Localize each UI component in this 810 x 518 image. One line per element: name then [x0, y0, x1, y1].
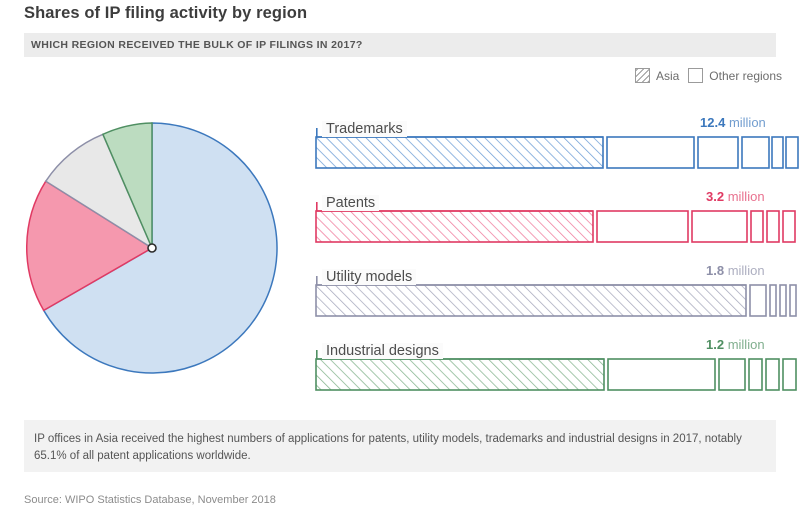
subtitle-band — [24, 33, 776, 57]
pie-chart — [20, 112, 290, 387]
footnote-text: IP offices in Asia received the highest … — [34, 433, 742, 462]
bar-segment-other-patents-2 — [691, 210, 748, 243]
source-text: Source: WIPO Statistics Database, Novemb… — [24, 494, 276, 506]
bar-segment-other-utility-models-4 — [789, 284, 797, 317]
page-title: Shares of IP filing activity by region — [24, 4, 308, 22]
bar-label-trademarks: Trademarks — [322, 121, 407, 137]
bar-label-industrial-designs: Industrial designs — [322, 343, 443, 359]
legend-item-asia: Asia — [634, 68, 680, 83]
pie-slice-industrial-designs — [101, 122, 153, 249]
bar-segment-other-trademarks-2 — [697, 136, 739, 169]
hatched-square-icon — [634, 68, 650, 83]
bar-value-number-patents: 3.2 — [706, 189, 725, 204]
bar-value-unit-patents: million — [727, 189, 765, 204]
bar-segment-other-industrial-designs-4 — [765, 358, 780, 391]
bar-segment-other-patents-4 — [766, 210, 780, 243]
bar-segment-other-utility-models-1 — [749, 284, 767, 317]
bar-segment-other-trademarks-5 — [785, 136, 799, 169]
pie-center-dot — [147, 243, 157, 253]
bar-segment-asia-utility-models — [315, 284, 747, 317]
pie-slice-patents — [26, 180, 154, 312]
legend-item-other-regions: Other regions — [688, 68, 782, 83]
bar-segment-other-industrial-designs-5 — [782, 358, 797, 391]
empty-square-icon — [688, 68, 704, 83]
footnote-band — [24, 420, 776, 472]
bar-value-number-trademarks: 12.4 — [700, 115, 726, 130]
bar-value-unit-utility-models: million — [727, 263, 765, 278]
bar-value-patents: 3.2 million — [706, 190, 765, 204]
bar-segment-asia-trademarks — [315, 136, 604, 169]
bar-segment-asia-patents — [315, 210, 594, 243]
bar-segment-other-utility-models-2 — [769, 284, 777, 317]
bar-value-unit-trademarks: million — [728, 115, 766, 130]
bar-value-unit-industrial-designs: million — [727, 337, 765, 352]
pie-chart-svg — [26, 122, 278, 374]
bar-value-number-industrial-designs: 1.2 — [706, 337, 725, 352]
bar-segment-asia-industrial-designs — [315, 358, 605, 391]
legend-label-asia: Asia — [655, 68, 680, 83]
bar-segment-other-industrial-designs-2 — [718, 358, 746, 391]
bar-label-patents: Patents — [322, 195, 380, 211]
bar-segment-other-trademarks-1 — [606, 136, 695, 169]
bar-segment-other-trademarks-3 — [741, 136, 770, 169]
bar-label-utility-models: Utility models — [322, 269, 417, 285]
bar-segment-other-industrial-designs-1 — [607, 358, 716, 391]
bar-segment-other-utility-models-3 — [779, 284, 787, 317]
bar-segment-other-trademarks-4 — [771, 136, 784, 169]
bar-segment-other-patents-1 — [596, 210, 689, 243]
bar-value-utility-models: 1.8 million — [706, 264, 765, 278]
bar-value-trademarks: 12.4 million — [700, 116, 766, 130]
bar-segment-other-patents-5 — [782, 210, 796, 243]
bar-value-industrial-designs: 1.2 million — [706, 338, 765, 352]
pie-slice-trademarks — [42, 122, 278, 374]
bar-row-patents — [315, 202, 796, 243]
subtitle-text: WHICH REGION RECEIVED THE BULK OF IP FIL… — [31, 39, 363, 51]
legend-label-other-regions: Other regions — [709, 68, 782, 83]
bar-segment-other-patents-3 — [750, 210, 764, 243]
legend: Asia Other regions — [634, 68, 782, 83]
bar-value-number-utility-models: 1.8 — [706, 263, 725, 278]
bar-segment-other-industrial-designs-3 — [748, 358, 763, 391]
pie-slice-utility-models — [44, 133, 154, 250]
